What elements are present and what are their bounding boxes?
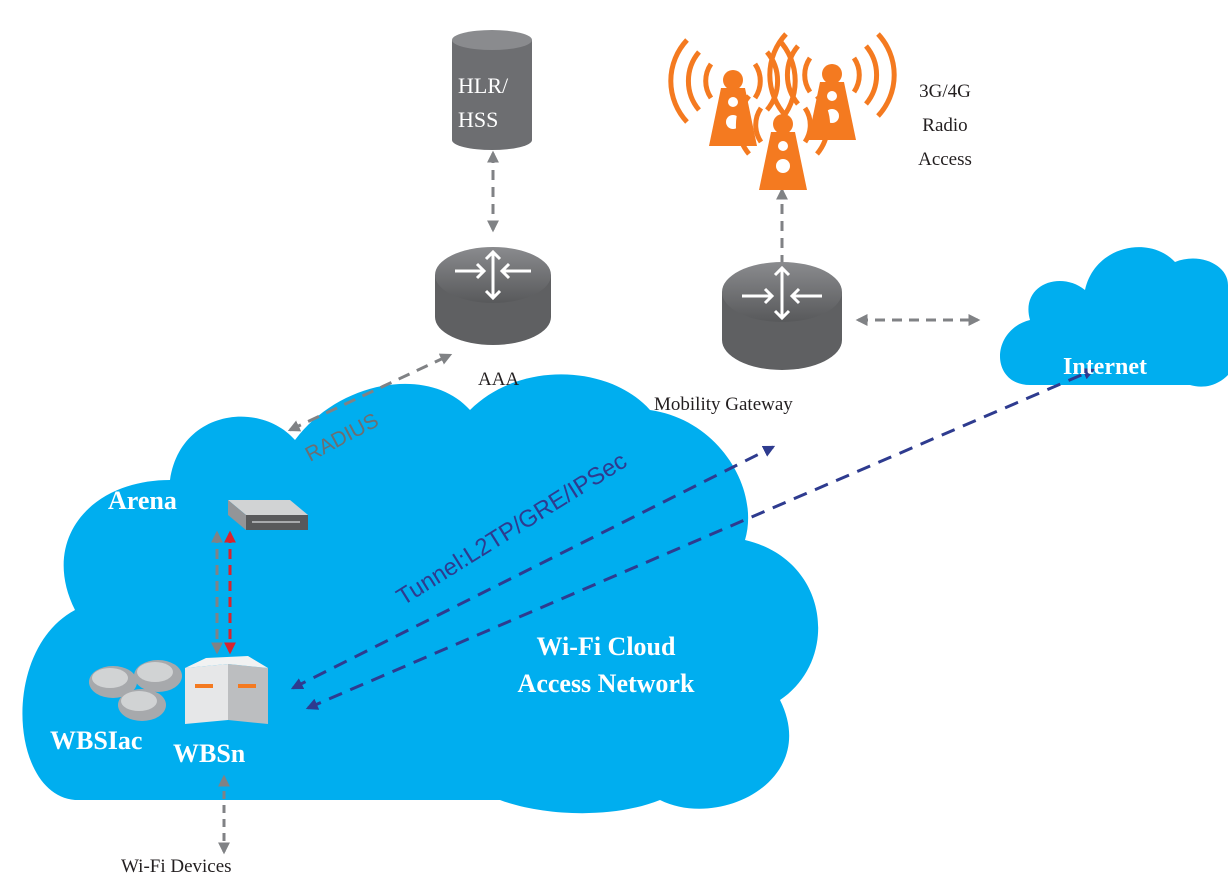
wbsn-devices: WBSn: [173, 656, 268, 768]
access-point-icon: [185, 656, 268, 724]
cell-tower-icon: [735, 94, 831, 190]
cloud-label-line1: Wi-Fi Cloud: [537, 632, 676, 661]
mobility-gateway: Mobility Gateway: [654, 262, 842, 415]
hlr-hss-database: HLR/ HSS: [452, 30, 532, 150]
router-icon: [435, 247, 551, 345]
cloud-label-line2: Access Network: [518, 669, 695, 698]
server-icon: [228, 500, 308, 530]
wbsn-label: WBSn: [173, 739, 246, 768]
mobility-gateway-label: Mobility Gateway: [654, 394, 793, 415]
internet-arrow: [305, 368, 1096, 710]
wifi-devices-label: Wi-Fi Devices: [121, 856, 232, 877]
internet-cloud: [1000, 247, 1228, 387]
internet-label: Internet: [1063, 354, 1147, 380]
arena-label: Arena: [108, 486, 177, 515]
wbsiac-label: WBSIac: [50, 726, 142, 755]
wbsiac-devices: WBSIac: [50, 660, 182, 755]
hlr-label-line1: HLR/: [458, 73, 509, 98]
radio-access-towers: 3G/4G Radio Access: [668, 32, 972, 190]
radio-label-line2: Radio: [922, 115, 967, 136]
connectors: [211, 150, 1096, 855]
radio-label-line1: 3G/4G: [919, 81, 971, 102]
aaa-router: AAA: [435, 247, 551, 390]
cloud-icon: [1000, 247, 1228, 387]
cell-tower-icon: [767, 32, 897, 140]
database-icon: [452, 30, 532, 150]
radio-label-line3: Access: [918, 149, 972, 170]
arena-server: Arena: [108, 486, 308, 530]
cloud-label: Wi-Fi Cloud Access Network: [518, 632, 695, 698]
router-icon: [722, 262, 842, 370]
access-point-icon: [118, 689, 166, 721]
access-point-icon: [89, 666, 137, 698]
access-point-icon: [134, 660, 182, 692]
aaa-label: AAA: [478, 369, 519, 390]
hlr-label-line2: HSS: [458, 107, 498, 132]
